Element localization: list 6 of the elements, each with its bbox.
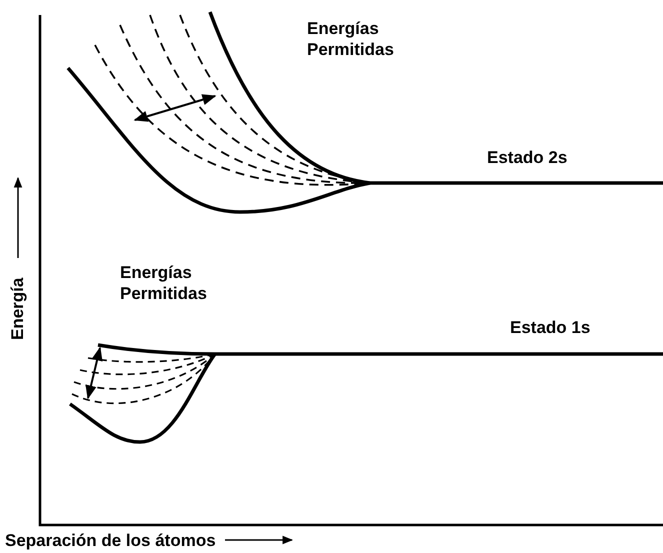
band-label: Energías Permitidas bbox=[120, 262, 208, 304]
axis-title: Energía bbox=[7, 278, 28, 340]
state-label: Estado 2s bbox=[487, 147, 568, 168]
state-label: Estado 1s bbox=[510, 317, 590, 338]
axis-title: Separación de los átomos bbox=[5, 530, 216, 551]
band-label: Energías Permitidas bbox=[307, 18, 395, 60]
